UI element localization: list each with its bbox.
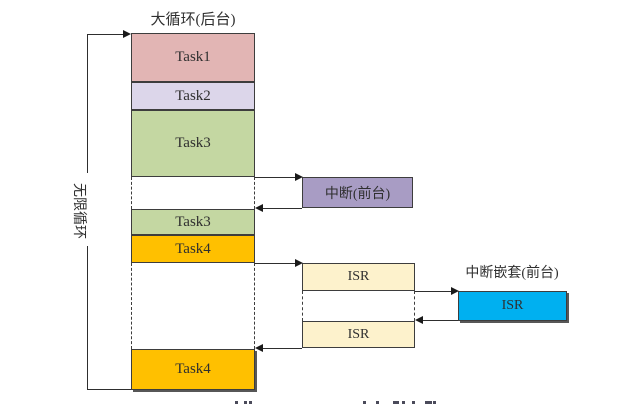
- arrow-to-isr-line: [255, 263, 295, 264]
- cropped-caption-fragment: [376, 401, 379, 404]
- interrupt-preemption-gap: [131, 177, 255, 209]
- arrow-return-from-interrupt-line: [262, 208, 302, 209]
- arrow-to-isr-head-icon: [295, 259, 303, 267]
- isr-box-second: ISR: [302, 321, 415, 348]
- cropped-caption-fragment: [433, 401, 436, 404]
- loop-bracket-bottom-line: [87, 389, 131, 390]
- arrow-to-nested-isr-head-icon: [451, 287, 459, 295]
- loop-bracket-top-line: [87, 34, 124, 35]
- task-block-task2: Task2: [131, 82, 255, 110]
- arrow-to-nested-isr-line: [415, 291, 451, 292]
- task-block-task4-resumed: Task4: [131, 349, 255, 390]
- nested-isr-box: ISR: [458, 291, 567, 321]
- arrow-to-interrupt-head-icon: [295, 173, 303, 181]
- cropped-caption-fragment: [363, 401, 366, 404]
- task-block-task3: Task3: [131, 110, 255, 177]
- arrow-return-from-isr-line: [262, 348, 302, 349]
- loop-entry-arrowhead-icon: [123, 30, 131, 38]
- nested-isr-gap: [302, 291, 415, 321]
- task-block-task1: Task1: [131, 33, 255, 82]
- arrow-to-interrupt-line: [255, 177, 295, 178]
- arrow-return-from-nested-isr-line: [422, 320, 458, 321]
- loop-bracket-vertical-upper: [87, 34, 88, 173]
- cropped-caption-fragment: [249, 401, 252, 404]
- infinite-loop-label: 无限循环: [71, 183, 86, 239]
- cropped-caption-fragment: [425, 401, 432, 404]
- arrow-return-from-nested-isr-head-icon: [415, 316, 423, 324]
- arrow-return-from-interrupt-head-icon: [255, 204, 263, 212]
- cropped-caption-fragment: [393, 401, 399, 404]
- cropped-caption-fragment: [412, 401, 415, 404]
- arrow-return-from-isr-head-icon: [255, 344, 263, 352]
- isr-box-first: ISR: [302, 263, 415, 291]
- nested-interrupt-title: 中断嵌套(前台): [465, 266, 559, 281]
- cropped-caption-fragment: [402, 401, 405, 404]
- cropped-caption-fragment: [244, 401, 247, 404]
- isr-preemption-gap: [131, 263, 255, 349]
- cropped-caption-fragment: [235, 401, 238, 404]
- task-block-task4: Task4: [131, 235, 255, 263]
- interrupt-foreground-box: 中断(前台): [302, 177, 413, 208]
- background-loop-title: 大循环(后台): [150, 12, 236, 28]
- task-block-task3-resumed: Task3: [131, 209, 255, 235]
- loop-bracket-vertical-lower: [87, 246, 88, 389]
